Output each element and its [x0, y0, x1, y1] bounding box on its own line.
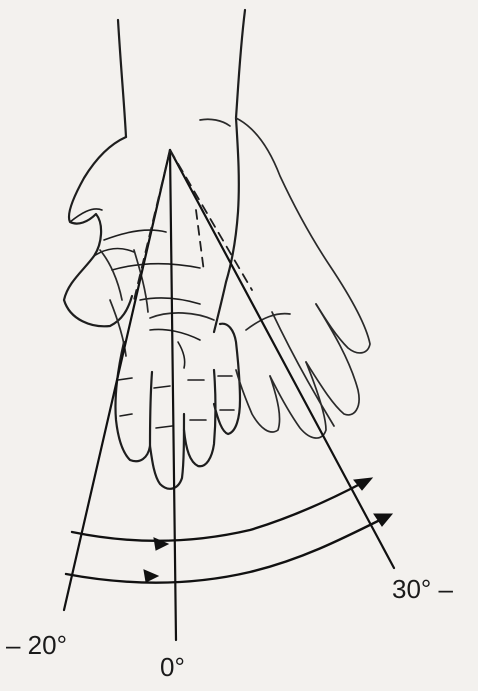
axis-ulnar-inner [170, 150, 252, 290]
axis-ulnar [170, 150, 394, 568]
hand-radial-deviated [100, 250, 148, 356]
range-of-motion-arcs [66, 478, 392, 583]
arrowhead-icon [354, 478, 372, 490]
forearm [118, 10, 245, 137]
label-neutral: 0° [160, 652, 185, 683]
arrowhead-icon [374, 514, 392, 526]
arc-inner [72, 482, 364, 541]
label-ulnar-deviation: 30° – [392, 574, 453, 605]
deviation-axes [64, 150, 394, 640]
arc-outer [66, 518, 384, 583]
arrowhead-icon [144, 570, 158, 582]
label-radial-deviation: – 20° [6, 630, 67, 661]
axis-neutral [170, 150, 176, 640]
hand-neutral [64, 118, 240, 489]
hand-ulnar-deviated [150, 118, 370, 438]
